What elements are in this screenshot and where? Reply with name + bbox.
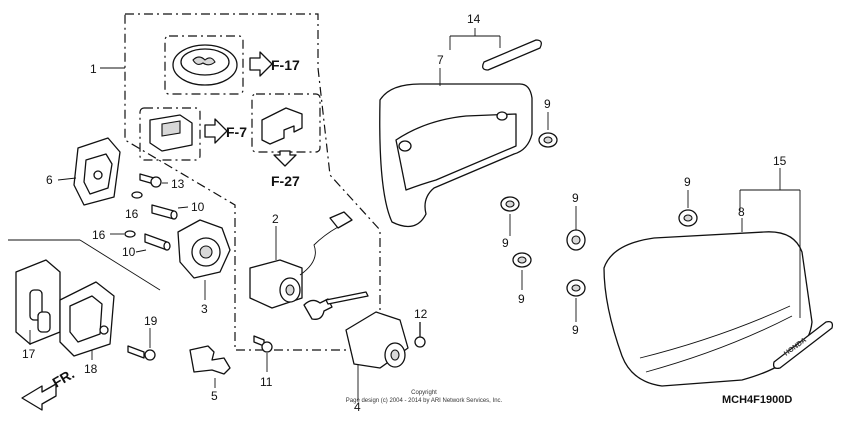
emblem-14	[449, 28, 542, 71]
lock-cylinder-3	[177, 219, 231, 300]
side-cover-7	[379, 68, 533, 228]
callout-1: 1	[90, 62, 97, 76]
ref-f17[interactable]: F-17	[271, 57, 300, 73]
callout-9-d: 9	[572, 191, 579, 205]
callout-13: 13	[171, 177, 185, 191]
bolt-19	[127, 328, 156, 361]
bolt-13	[139, 173, 168, 188]
collar-10-upper	[151, 204, 189, 220]
callout-12: 12	[414, 307, 428, 321]
callout-18: 18	[84, 362, 98, 376]
callout-4: 4	[354, 400, 361, 414]
grommet-9-d	[566, 206, 586, 251]
diagram-code: MCH4F1900D	[722, 394, 792, 406]
lock-module-reference[interactable]	[139, 107, 228, 161]
callout-7: 7	[437, 53, 444, 67]
callout-10-b: 10	[122, 245, 136, 259]
group-1-enclosure	[100, 13, 381, 351]
callout-19: 19	[144, 314, 158, 328]
callout-8: 8	[738, 205, 745, 219]
bracket-17	[15, 259, 61, 345]
callout-numbers: 1 2 3 4 5 6 7 8 9 9 9 9 9 9 10 10 11 12 …	[22, 12, 787, 414]
screw-11	[253, 335, 273, 372]
callout-16-b: 16	[92, 228, 106, 242]
washer-16-upper	[131, 191, 143, 199]
lock-4	[345, 311, 409, 400]
callout-6: 6	[46, 173, 53, 187]
grommet-9-a	[538, 112, 558, 148]
callout-3: 3	[201, 302, 208, 316]
callout-9-f: 9	[684, 175, 691, 189]
callout-16-a: 16	[125, 207, 139, 221]
callout-2: 2	[272, 212, 279, 226]
grommet-9-c	[512, 252, 532, 290]
bolt-12	[414, 322, 426, 348]
front-direction-arrow	[8, 239, 161, 411]
callout-9-c: 9	[518, 292, 525, 306]
callout-9-e: 9	[572, 323, 579, 337]
washer-16-lower	[110, 230, 136, 238]
callout-9-a: 9	[544, 97, 551, 111]
callout-15: 15	[773, 154, 787, 168]
copyright-line-2: Page design (c) 2004 - 2014 by ARI Netwo…	[346, 398, 503, 404]
callout-11: 11	[260, 375, 273, 389]
callout-9-b: 9	[502, 236, 509, 250]
grommet-9-b	[500, 196, 520, 236]
ref-f27[interactable]: F-27	[271, 173, 300, 189]
callout-17: 17	[22, 347, 36, 361]
bracket-6	[57, 137, 121, 206]
bracket-18	[59, 281, 115, 360]
copyright-line-1: Copyright	[411, 390, 437, 396]
callout-5: 5	[211, 389, 218, 403]
callout-14: 14	[467, 12, 481, 26]
hook-part-reference[interactable]	[251, 93, 321, 167]
ref-f7[interactable]: F-7	[226, 124, 247, 140]
grommet-9-e	[566, 279, 586, 322]
fuel-cap-reference[interactable]	[164, 35, 273, 95]
ignition-switch-2	[249, 211, 369, 320]
callout-10-a: 10	[191, 200, 205, 214]
key-5	[189, 345, 231, 388]
grommet-9-f	[678, 190, 698, 227]
collar-10-lower	[135, 233, 171, 253]
